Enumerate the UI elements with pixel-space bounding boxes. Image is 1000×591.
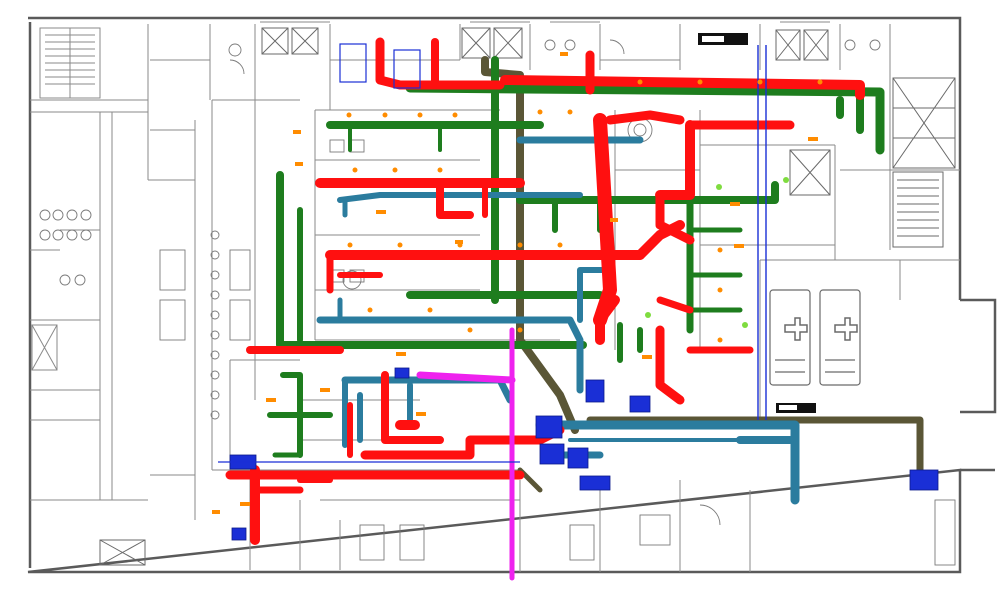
diffusers [346, 79, 823, 343]
building-walls [27, 16, 997, 574]
equipment-tags [212, 52, 818, 514]
riser-shaft [416, 327, 516, 581]
pipe-terminals [645, 177, 789, 328]
ahu-equipment [229, 367, 939, 541]
exhaust-air-ducts [316, 136, 800, 505]
stairs-right [892, 77, 956, 248]
riser-label-inner [702, 36, 797, 410]
ahu-outline [218, 43, 767, 463]
ambulance-bays [769, 289, 861, 386]
elevator-shafts [99, 27, 831, 566]
return-air-ducts [267, 56, 885, 458]
